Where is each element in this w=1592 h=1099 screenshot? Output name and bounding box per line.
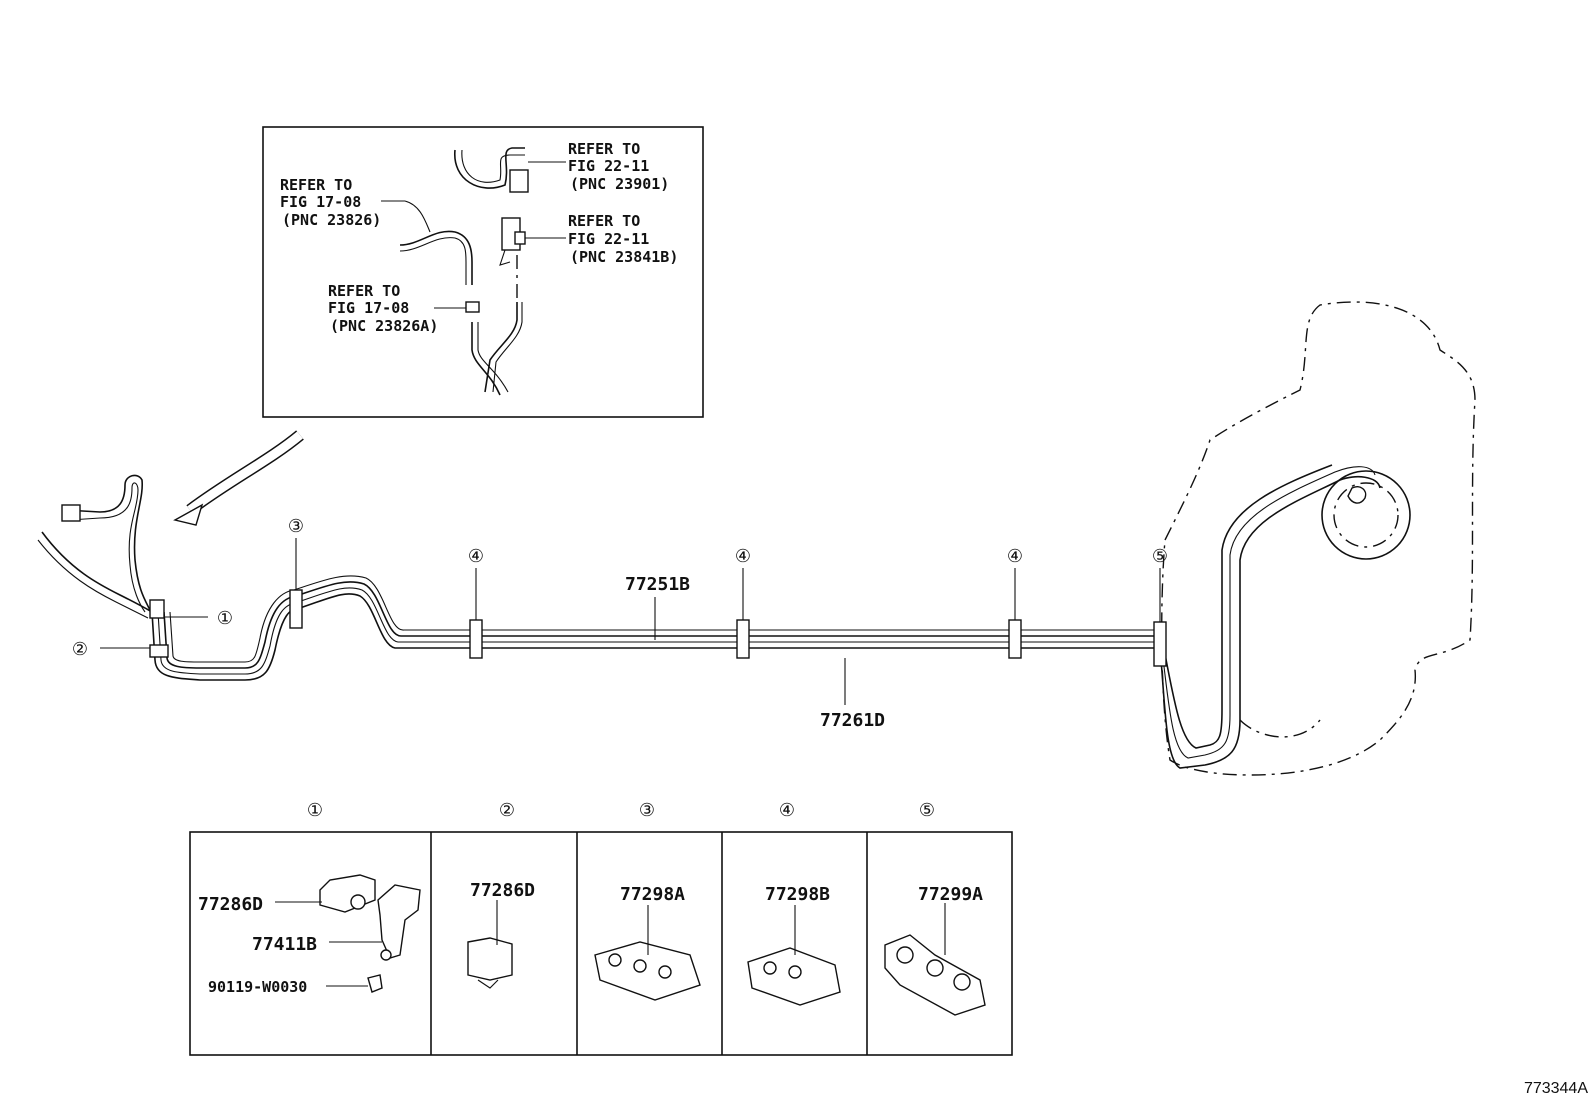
clamp-1: [149, 599, 165, 619]
svg-text:(PNC 23901): (PNC 23901): [570, 175, 669, 193]
part-77286d-clip: [319, 874, 376, 913]
legend-col-1: 77286D 77411B 90119-W0030: [198, 874, 421, 996]
connector-left: [61, 504, 81, 522]
marker-4a: ④: [468, 546, 484, 567]
ref-note-23901: REFER TO FIG 22-11 (PNC 23901): [568, 140, 669, 193]
legend-table: ① ② ③ ④ ⑤ 77286D 77411B 90119-W0030 7728…: [189, 800, 1013, 1056]
lower-line-1: [471, 322, 501, 396]
legend-col-2: 77286D: [467, 880, 535, 989]
hose-23826: [399, 230, 473, 285]
marker-3: ③: [288, 516, 304, 537]
left-hose-lower: [41, 531, 153, 613]
marker-4b: ④: [735, 546, 751, 567]
legend-col-4: 77298B: [747, 884, 841, 1006]
marker-5: ⑤: [1152, 546, 1168, 567]
clamp-4b: [736, 619, 750, 659]
marker-2: ②: [72, 639, 88, 660]
part-77411b-bracket: [377, 884, 421, 959]
clip-23826a: [465, 301, 480, 313]
svg-text:(PNC 23841B): (PNC 23841B): [570, 248, 678, 266]
main-tubes: [37, 301, 1476, 776]
marker-1: ①: [217, 608, 233, 629]
part-77286d-small: [467, 937, 513, 981]
drawing-id: 773344A: [1524, 1080, 1588, 1097]
legend-part-90119: 90119-W0030: [208, 978, 307, 996]
svg-text:FIG 17-08: FIG 17-08: [280, 193, 361, 211]
svg-text:(PNC 23826): (PNC 23826): [282, 211, 381, 229]
connector-23901: [509, 169, 529, 193]
filler-ring-inner: [1333, 482, 1399, 548]
clamp-4a: [469, 619, 483, 659]
arrow-head: [173, 503, 204, 526]
clamp-2: [149, 644, 169, 658]
svg-text:(PNC 23826A): (PNC 23826A): [330, 317, 438, 335]
inset-frame: [262, 126, 704, 418]
legend-marker-3: ③: [639, 800, 655, 821]
ref-note-23841b: REFER TO FIG 22-11 (PNC 23841B): [568, 212, 678, 266]
legend-marker-4: ④: [779, 800, 795, 821]
legend-marker-1: ①: [307, 800, 323, 821]
svg-text:REFER TO: REFER TO: [328, 282, 400, 300]
clamp-4c: [1008, 619, 1022, 659]
clamp-markers: ① ② ③ ④ ④ ④ ⑤: [72, 516, 1168, 660]
svg-text:REFER TO: REFER TO: [568, 140, 640, 158]
filler-neck-end: [1347, 486, 1367, 504]
legend-part-77298a: 77298A: [620, 884, 685, 905]
legend-part-77298b: 77298B: [765, 884, 830, 905]
svg-text:FIG 22-11: FIG 22-11: [568, 230, 649, 248]
filler-ring-outer: [1321, 470, 1411, 560]
svg-text:FIG 22-11: FIG 22-11: [568, 157, 649, 175]
label-77251b: 77251B: [625, 574, 690, 595]
svg-text:FIG 17-08: FIG 17-08: [328, 299, 409, 317]
legend-marker-2: ②: [499, 800, 515, 821]
legend-part-77286d: 77286D: [198, 894, 263, 915]
label-77261d: 77261D: [820, 710, 885, 731]
svg-text:REFER TO: REFER TO: [280, 176, 352, 194]
fuel-tank-outline: [1161, 301, 1476, 776]
legend-part-77286d-b: 77286D: [470, 880, 535, 901]
legend-marker-5: ⑤: [919, 800, 935, 821]
clamp-5: [1153, 621, 1167, 667]
left-hose-upper: [64, 474, 151, 611]
legend-part-77411b: 77411B: [252, 934, 317, 955]
legend-col-5: 77299A: [884, 884, 986, 1016]
ref-note-23826: REFER TO FIG 17-08 (PNC 23826): [280, 176, 381, 229]
part-77298a: [594, 941, 701, 1001]
part-bolt: [367, 974, 383, 993]
hose-23901: [454, 147, 525, 189]
legend-col-3: 77298A: [594, 884, 701, 1001]
svg-text:REFER TO: REFER TO: [568, 212, 640, 230]
ref-note-23826a: REFER TO FIG 17-08 (PNC 23826A): [328, 282, 438, 335]
legend-frame: [189, 831, 1013, 1056]
clamps: [149, 589, 1167, 667]
legend-part-77299a: 77299A: [918, 884, 983, 905]
lower-line-2: [484, 302, 518, 393]
inset-detail: REFER TO FIG 22-11 (PNC 23901) REFER TO …: [262, 126, 704, 418]
clamp-3: [289, 589, 303, 629]
marker-4c: ④: [1007, 546, 1023, 567]
